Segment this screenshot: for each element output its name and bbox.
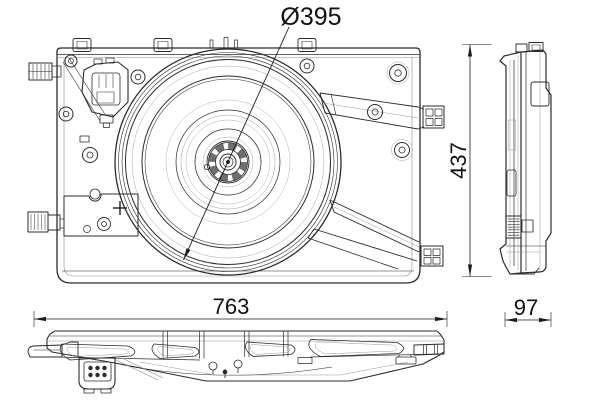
screw-bosses (58, 54, 413, 163)
mounting-clips (72, 37, 317, 52)
dimension-height-label: 437 (446, 142, 471, 179)
fan-disc (141, 75, 315, 249)
dim-diameter: Ø395 (183, 3, 342, 261)
bottom-view (27, 330, 445, 394)
dim-depth: 97 (504, 295, 552, 327)
dimension-depth-label: 97 (514, 295, 538, 320)
motor-connector-housing (62, 57, 129, 128)
bottom-connector (78, 357, 164, 394)
left-lower-connector (27, 211, 64, 233)
dim-width: 763 (33, 294, 448, 327)
right-lower-connector (420, 245, 444, 267)
lower-right-struts (307, 199, 420, 270)
front-view (27, 37, 445, 284)
dimensions: Ø395 437 763 97 (33, 3, 552, 327)
left-mount-bracket (63, 188, 139, 237)
bottom-tab (297, 357, 313, 364)
vent-mark (79, 135, 90, 143)
side-view (499, 42, 552, 275)
center-hooks (208, 359, 243, 378)
left-upper-connector (28, 62, 62, 81)
dimension-width-label: 763 (213, 294, 250, 319)
upper-right-strut (319, 92, 419, 130)
apron-chamfer (139, 361, 409, 376)
fan-hub (202, 136, 254, 188)
apron-curve (127, 365, 333, 376)
bottom-right-connector (395, 343, 445, 365)
right-mid-connector (417, 105, 445, 130)
dim-height: 437 (446, 44, 492, 277)
bottom-left-arm (27, 341, 79, 358)
rib-pockets (59, 339, 404, 361)
fan-shroud-ring (114, 48, 342, 276)
side-connector-hatch (505, 215, 534, 239)
dimension-diameter-label: Ø395 (280, 3, 341, 31)
